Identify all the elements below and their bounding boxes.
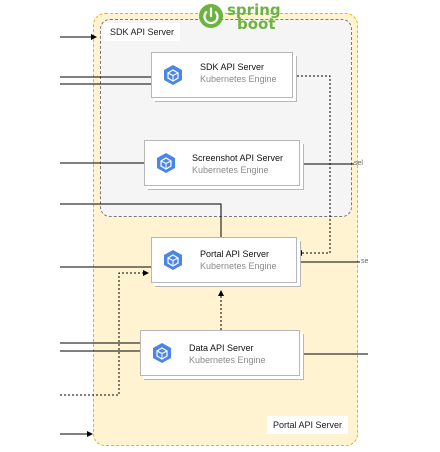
- node-data-api-server[interactable]: Data API Server Kubernetes Engine: [140, 330, 300, 376]
- edge-label-se: se: [361, 258, 369, 265]
- edge-elbow-portal: [60, 203, 222, 237]
- node-title: SDK API Server: [200, 62, 265, 72]
- dashed-edge-data-to-portal: [60, 270, 149, 396]
- node-portal-api-server[interactable]: Portal API Server Kubernetes Engine: [151, 237, 297, 283]
- node-sdk-api-server[interactable]: SDK API Server Kubernetes Engine: [151, 52, 293, 98]
- node-subtitle: Kubernetes Engine: [189, 355, 266, 365]
- sdk-region-label: SDK API Server: [104, 23, 181, 41]
- edge-label-sel: sel: [354, 160, 363, 167]
- power-icon: [199, 4, 223, 28]
- node-screenshot-api-server[interactable]: Screenshot API Server Kubernetes Engine: [144, 140, 300, 186]
- node-title: Portal API Server: [200, 249, 270, 259]
- kubernetes-engine-icon: [157, 153, 175, 173]
- logo-text-boot: boot: [237, 15, 276, 33]
- kubernetes-engine-icon: [164, 250, 182, 270]
- kubernetes-engine-icon: [153, 343, 171, 363]
- node-title: Screenshot API Server: [192, 153, 284, 163]
- logo-text-spring: spring: [227, 1, 281, 19]
- node-title: Data API Server: [189, 343, 254, 353]
- node-subtitle: Kubernetes Engine: [200, 74, 277, 84]
- node-subtitle: Kubernetes Engine: [200, 261, 277, 271]
- portal-region-label: Portal API Server: [267, 416, 349, 434]
- kubernetes-engine-icon: [164, 65, 182, 85]
- node-subtitle: Kubernetes Engine: [192, 165, 269, 175]
